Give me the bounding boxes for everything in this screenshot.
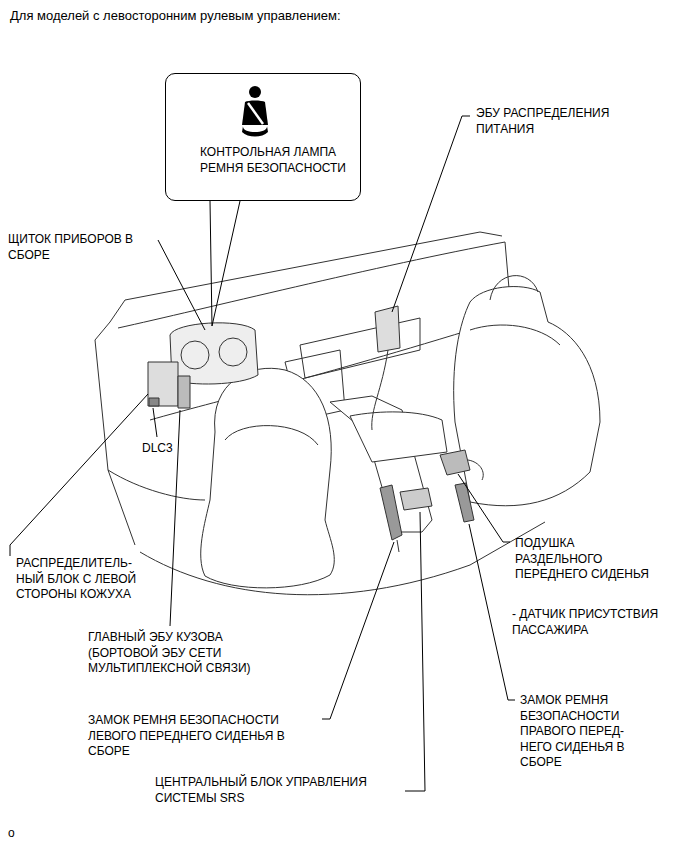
junction-block [148, 362, 178, 406]
icon-belt [248, 103, 263, 124]
part-label: ЗАМОК РЕМНЯ БЕЗОПАСНОСТИ ПРАВОГО ПЕРЕД- … [520, 693, 638, 771]
leader-lines [10, 116, 515, 791]
gauge [219, 338, 247, 366]
srs-ecu [400, 488, 432, 510]
icon-head [249, 86, 261, 98]
part-label: o [8, 826, 15, 842]
armrest [350, 412, 447, 462]
left-seat [201, 368, 335, 588]
leader-line [153, 408, 157, 437]
icon-seat [242, 126, 268, 137]
right-buckle [455, 483, 474, 522]
leader-line [392, 116, 470, 312]
gauge [181, 341, 209, 369]
page-title: Для моделей с левосторонним рулевым упра… [10, 8, 341, 25]
dashboard-top [118, 242, 510, 328]
instrument-cluster [170, 323, 258, 384]
windshield-base [110, 232, 502, 322]
main-body-ecu [178, 376, 190, 408]
part-label: ГЛАВНЫЙ ЭБУ КУЗОВА (БОРТОВОЙ ЭБУ СЕТИ МУ… [88, 630, 263, 677]
part-label: РАСПРЕДЕЛИТЕЛЬ- НЫЙ БЛОК С ЛЕВОЙ СТОРОНЫ… [16, 556, 156, 603]
part-label: ЦЕНТРАЛЬНЫЙ БЛОК УПРАВЛЕНИЯ СИСТЕМЫ SRS [155, 775, 395, 806]
part-label: ПОДУШКА РАЗДЕЛЬНОГО ПЕРЕДНЕГО СИДЕНЬЯ [515, 536, 655, 583]
callout-wedge [210, 201, 240, 326]
buckle-wire [397, 540, 399, 552]
part-label: ЗАМОК РЕМНЯ БЕЗОПАСНОСТИ ЛЕВОГО ПЕРЕДНЕГ… [88, 713, 320, 760]
glove-box [300, 318, 420, 378]
occupant-sensor [440, 450, 470, 475]
leader-line [469, 524, 515, 700]
door-sill [108, 470, 205, 500]
seatbelt-warning-icon [242, 86, 268, 137]
callout-box: КОНТРОЛЬНАЯ ЛАМПА РЕМНЯ БЕЗОПАСНОСТИ [165, 73, 361, 201]
right-headrest [490, 276, 538, 300]
dlc3-connector [149, 398, 159, 406]
callout-text: КОНТРОЛЬНАЯ ЛАМПА РЕМНЯ БЕЗОПАСНОСТИ [200, 144, 352, 176]
power-ecu [375, 306, 400, 352]
left-door [95, 322, 135, 545]
leader-line [458, 474, 510, 542]
leader-line [10, 394, 148, 556]
leader-line [158, 240, 205, 330]
right-seat [454, 287, 600, 506]
right-seat-seam [470, 325, 560, 345]
leader-line [405, 512, 425, 791]
part-label: ЩИТОК ПРИБОРОВ В СБОРЕ [8, 232, 158, 263]
part-label: ЭБУ РАСПРЕДЕЛЕНИЯ ПИТАНИЯ [476, 106, 616, 137]
wire [372, 350, 388, 430]
part-label: DLC3 [142, 441, 173, 457]
left-buckle [380, 485, 402, 540]
part-label: - ДАТЧИК ПРИСУТСТВИЯ ПАССАЖИРА [512, 607, 680, 638]
sensor-wire [468, 460, 483, 480]
icon-body [242, 101, 268, 126]
left-seat-seam [225, 426, 318, 445]
leader-line [322, 542, 394, 719]
